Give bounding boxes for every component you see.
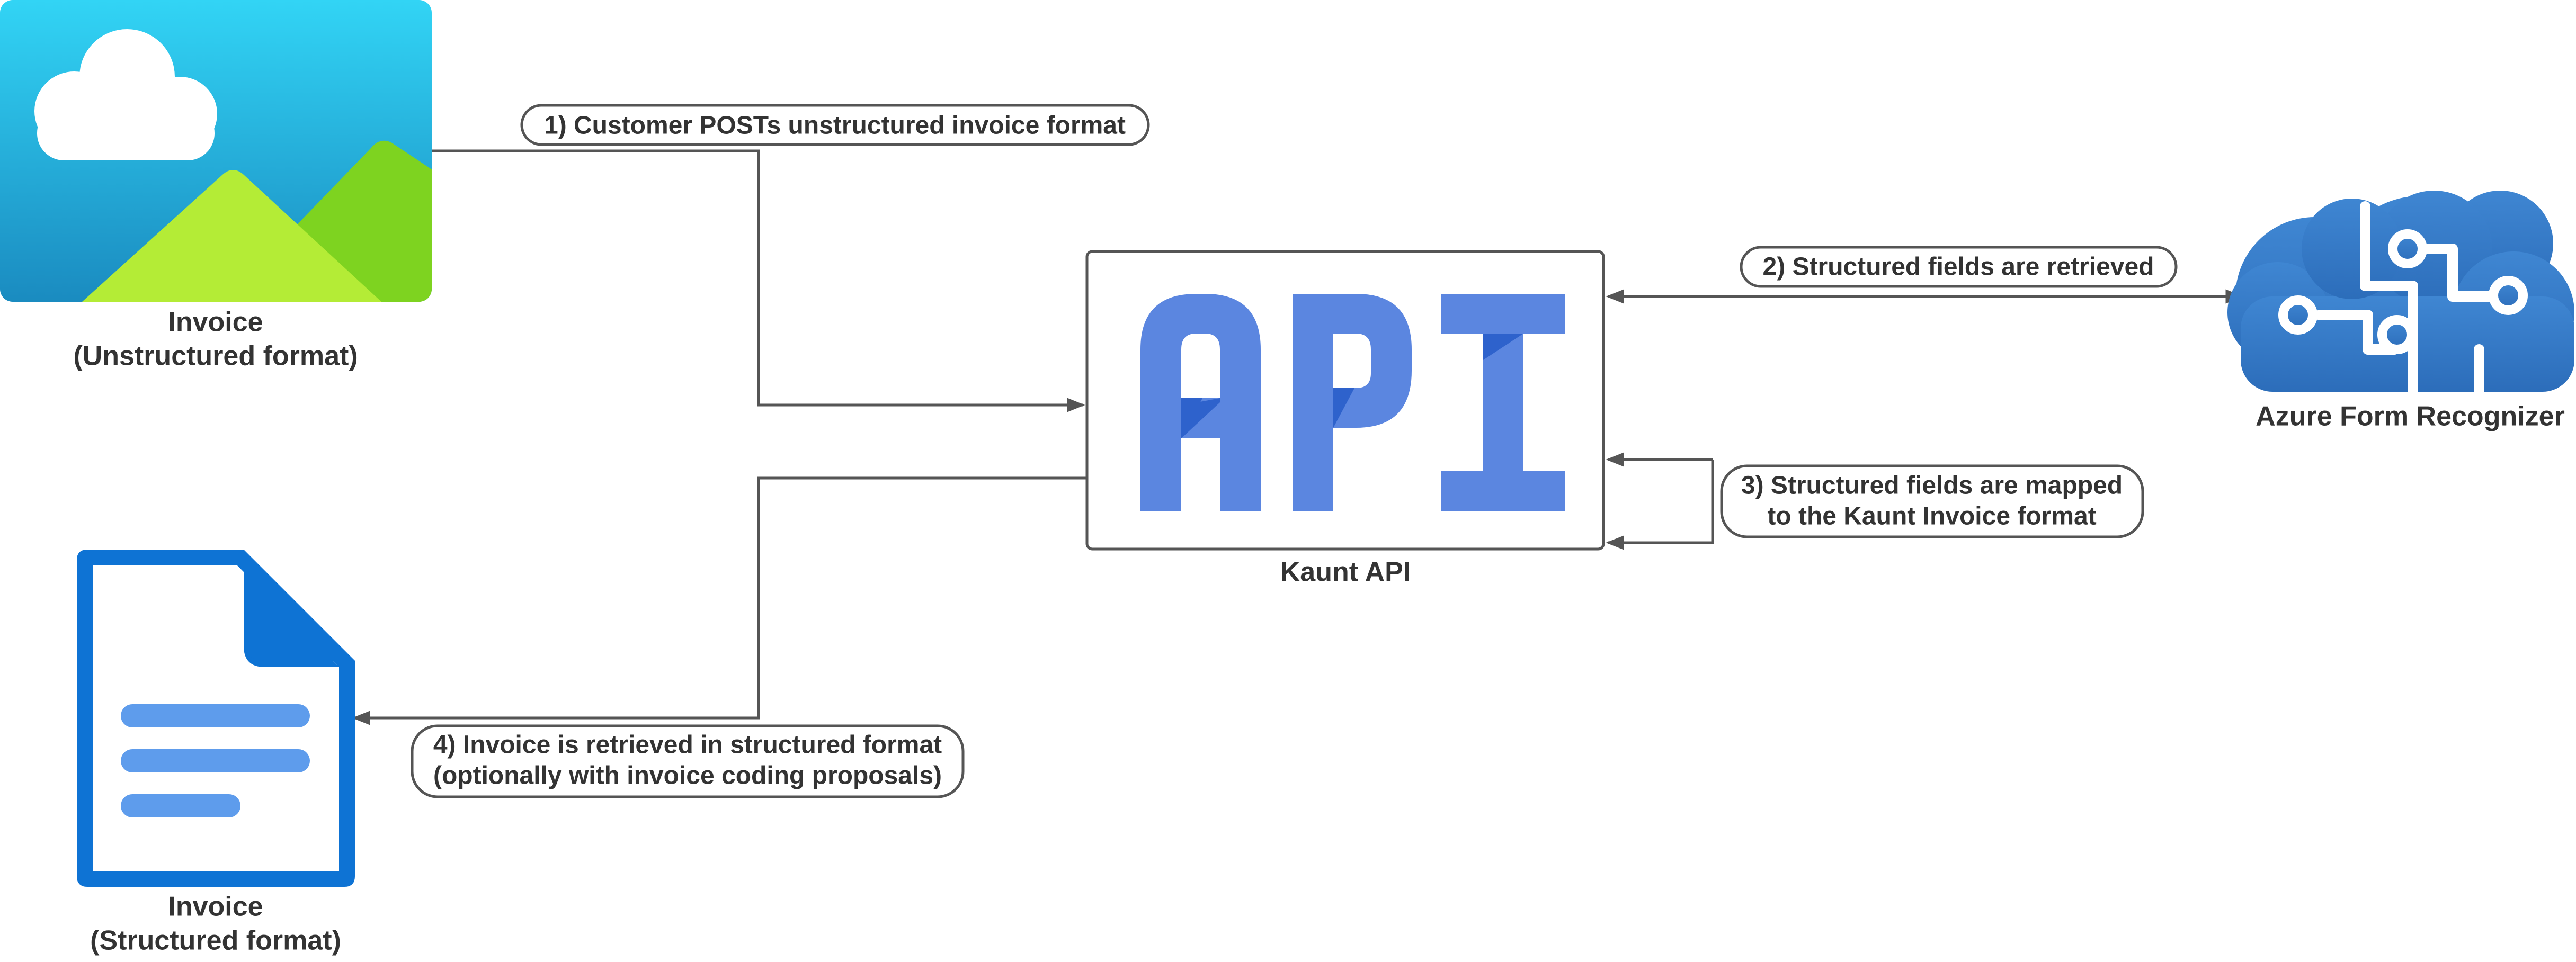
edge-step1 — [432, 149, 1085, 412]
edge-label-step4-line1: 4) Invoice is retrieved in structured fo… — [433, 731, 942, 759]
node-kaunt-api: Kaunt API — [1085, 250, 1605, 588]
edge-label-step1: 1) Customer POSTs unstructured invoice f… — [520, 104, 1150, 146]
api-icon — [1140, 294, 1565, 511]
edge-label-step3-line2: to the Kaunt Invoice format — [1767, 502, 2096, 531]
edge-label-step1-text: 1) Customer POSTs unstructured invoice f… — [544, 112, 1126, 140]
node-label-form-recognizer: Azure Form Recognizer — [2256, 401, 2565, 432]
node-label-unstructured-line2: (Unstructured format) — [73, 341, 358, 372]
edge-label-step4-line2: (optionally with invoice coding proposal… — [433, 762, 942, 790]
cognitive-brain-icon — [2227, 191, 2574, 397]
node-structured-invoice: Invoice (Structured format) — [77, 550, 355, 956]
node-label-structured-line2: (Structured format) — [90, 925, 341, 956]
edge-label-step3-line1: 3) Structured fields are mapped — [1741, 472, 2123, 500]
edge-label-step3: 3) Structured fields are mapped to the K… — [1720, 464, 2144, 538]
edge-step4 — [352, 476, 1086, 725]
edge-step3 — [1606, 460, 1714, 550]
node-label-kaunt-api: Kaunt API — [1280, 557, 1411, 588]
node-unstructured-invoice: Invoice (Unstructured format) — [0, 0, 432, 372]
image-icon — [0, 0, 432, 302]
document-icon — [77, 550, 355, 887]
node-label-structured-line1: Invoice — [168, 892, 263, 922]
node-form-recognizer: Azure Form Recognizer — [2227, 191, 2574, 432]
edge-label-step2: 2) Structured fields are retrieved — [1740, 246, 2178, 288]
edge-label-step2-text: 2) Structured fields are retrieved — [1763, 253, 2154, 281]
node-label-unstructured-line1: Invoice — [168, 307, 263, 338]
edge-label-step4: 4) Invoice is retrieved in structured fo… — [411, 724, 965, 798]
